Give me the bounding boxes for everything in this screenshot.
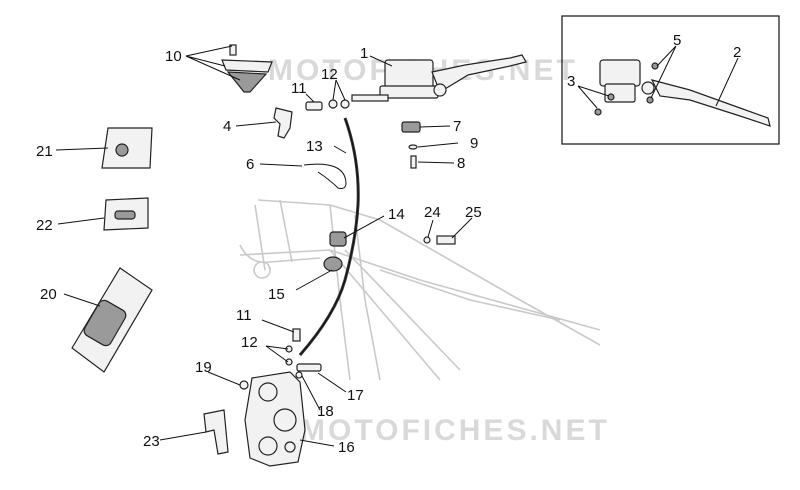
hose-guide — [323, 231, 456, 272]
callout-15: 15 — [268, 286, 285, 303]
callout-24: 24 — [424, 204, 441, 221]
pad-spring — [203, 409, 229, 455]
callout-4: 4 — [223, 118, 231, 135]
callout-8: 8 — [457, 155, 465, 172]
callout-13: 13 — [306, 138, 323, 155]
callout-10: 10 — [165, 48, 182, 65]
watermark-bottom: MOTOFICHES.NET — [300, 414, 610, 447]
callout-18: 18 — [317, 403, 334, 420]
callout-25: 25 — [465, 204, 482, 221]
callout-11-bottom: 11 — [236, 307, 252, 324]
callout-1: 1 — [360, 45, 368, 62]
callout-7: 7 — [453, 118, 461, 135]
bracket-assembly — [401, 121, 421, 169]
callout-9: 9 — [470, 135, 478, 152]
boot-cover — [273, 107, 293, 139]
callout-17: 17 — [347, 387, 364, 404]
callout-20: 20 — [40, 286, 57, 303]
callout-12-top: 12 — [321, 66, 338, 83]
callout-21: 21 — [36, 143, 53, 160]
inset-master-cylinder — [594, 59, 771, 127]
callout-23: 23 — [143, 433, 160, 450]
callout-22: 22 — [36, 217, 53, 234]
seal-kit-22 — [103, 197, 149, 231]
reservoir-cap — [221, 44, 273, 93]
seal-kit-21 — [101, 127, 153, 169]
leader-lines — [55, 45, 739, 447]
banjo-top — [305, 94, 389, 111]
motorcycle-frame — [239, 199, 601, 381]
hose-clip — [303, 163, 347, 189]
callout-11-top: 11 — [291, 80, 307, 97]
pad-kit — [71, 267, 153, 373]
callout-6: 6 — [246, 156, 254, 173]
callout-labels: 1 2 3 4 5 6 7 8 9 10 11 11 12 12 13 14 1… — [36, 32, 741, 456]
callout-16: 16 — [338, 439, 355, 456]
banjo-bottom — [285, 328, 322, 379]
callout-12-bottom: 12 — [241, 334, 258, 351]
callout-2: 2 — [733, 44, 741, 61]
inset-frame — [561, 15, 780, 145]
brake-caliper — [244, 371, 306, 467]
master-cylinder — [379, 54, 527, 99]
callout-3: 3 — [567, 73, 575, 90]
washer — [239, 380, 249, 390]
callout-14: 14 — [388, 206, 405, 223]
callout-19: 19 — [195, 359, 212, 376]
callout-5: 5 — [673, 32, 681, 49]
